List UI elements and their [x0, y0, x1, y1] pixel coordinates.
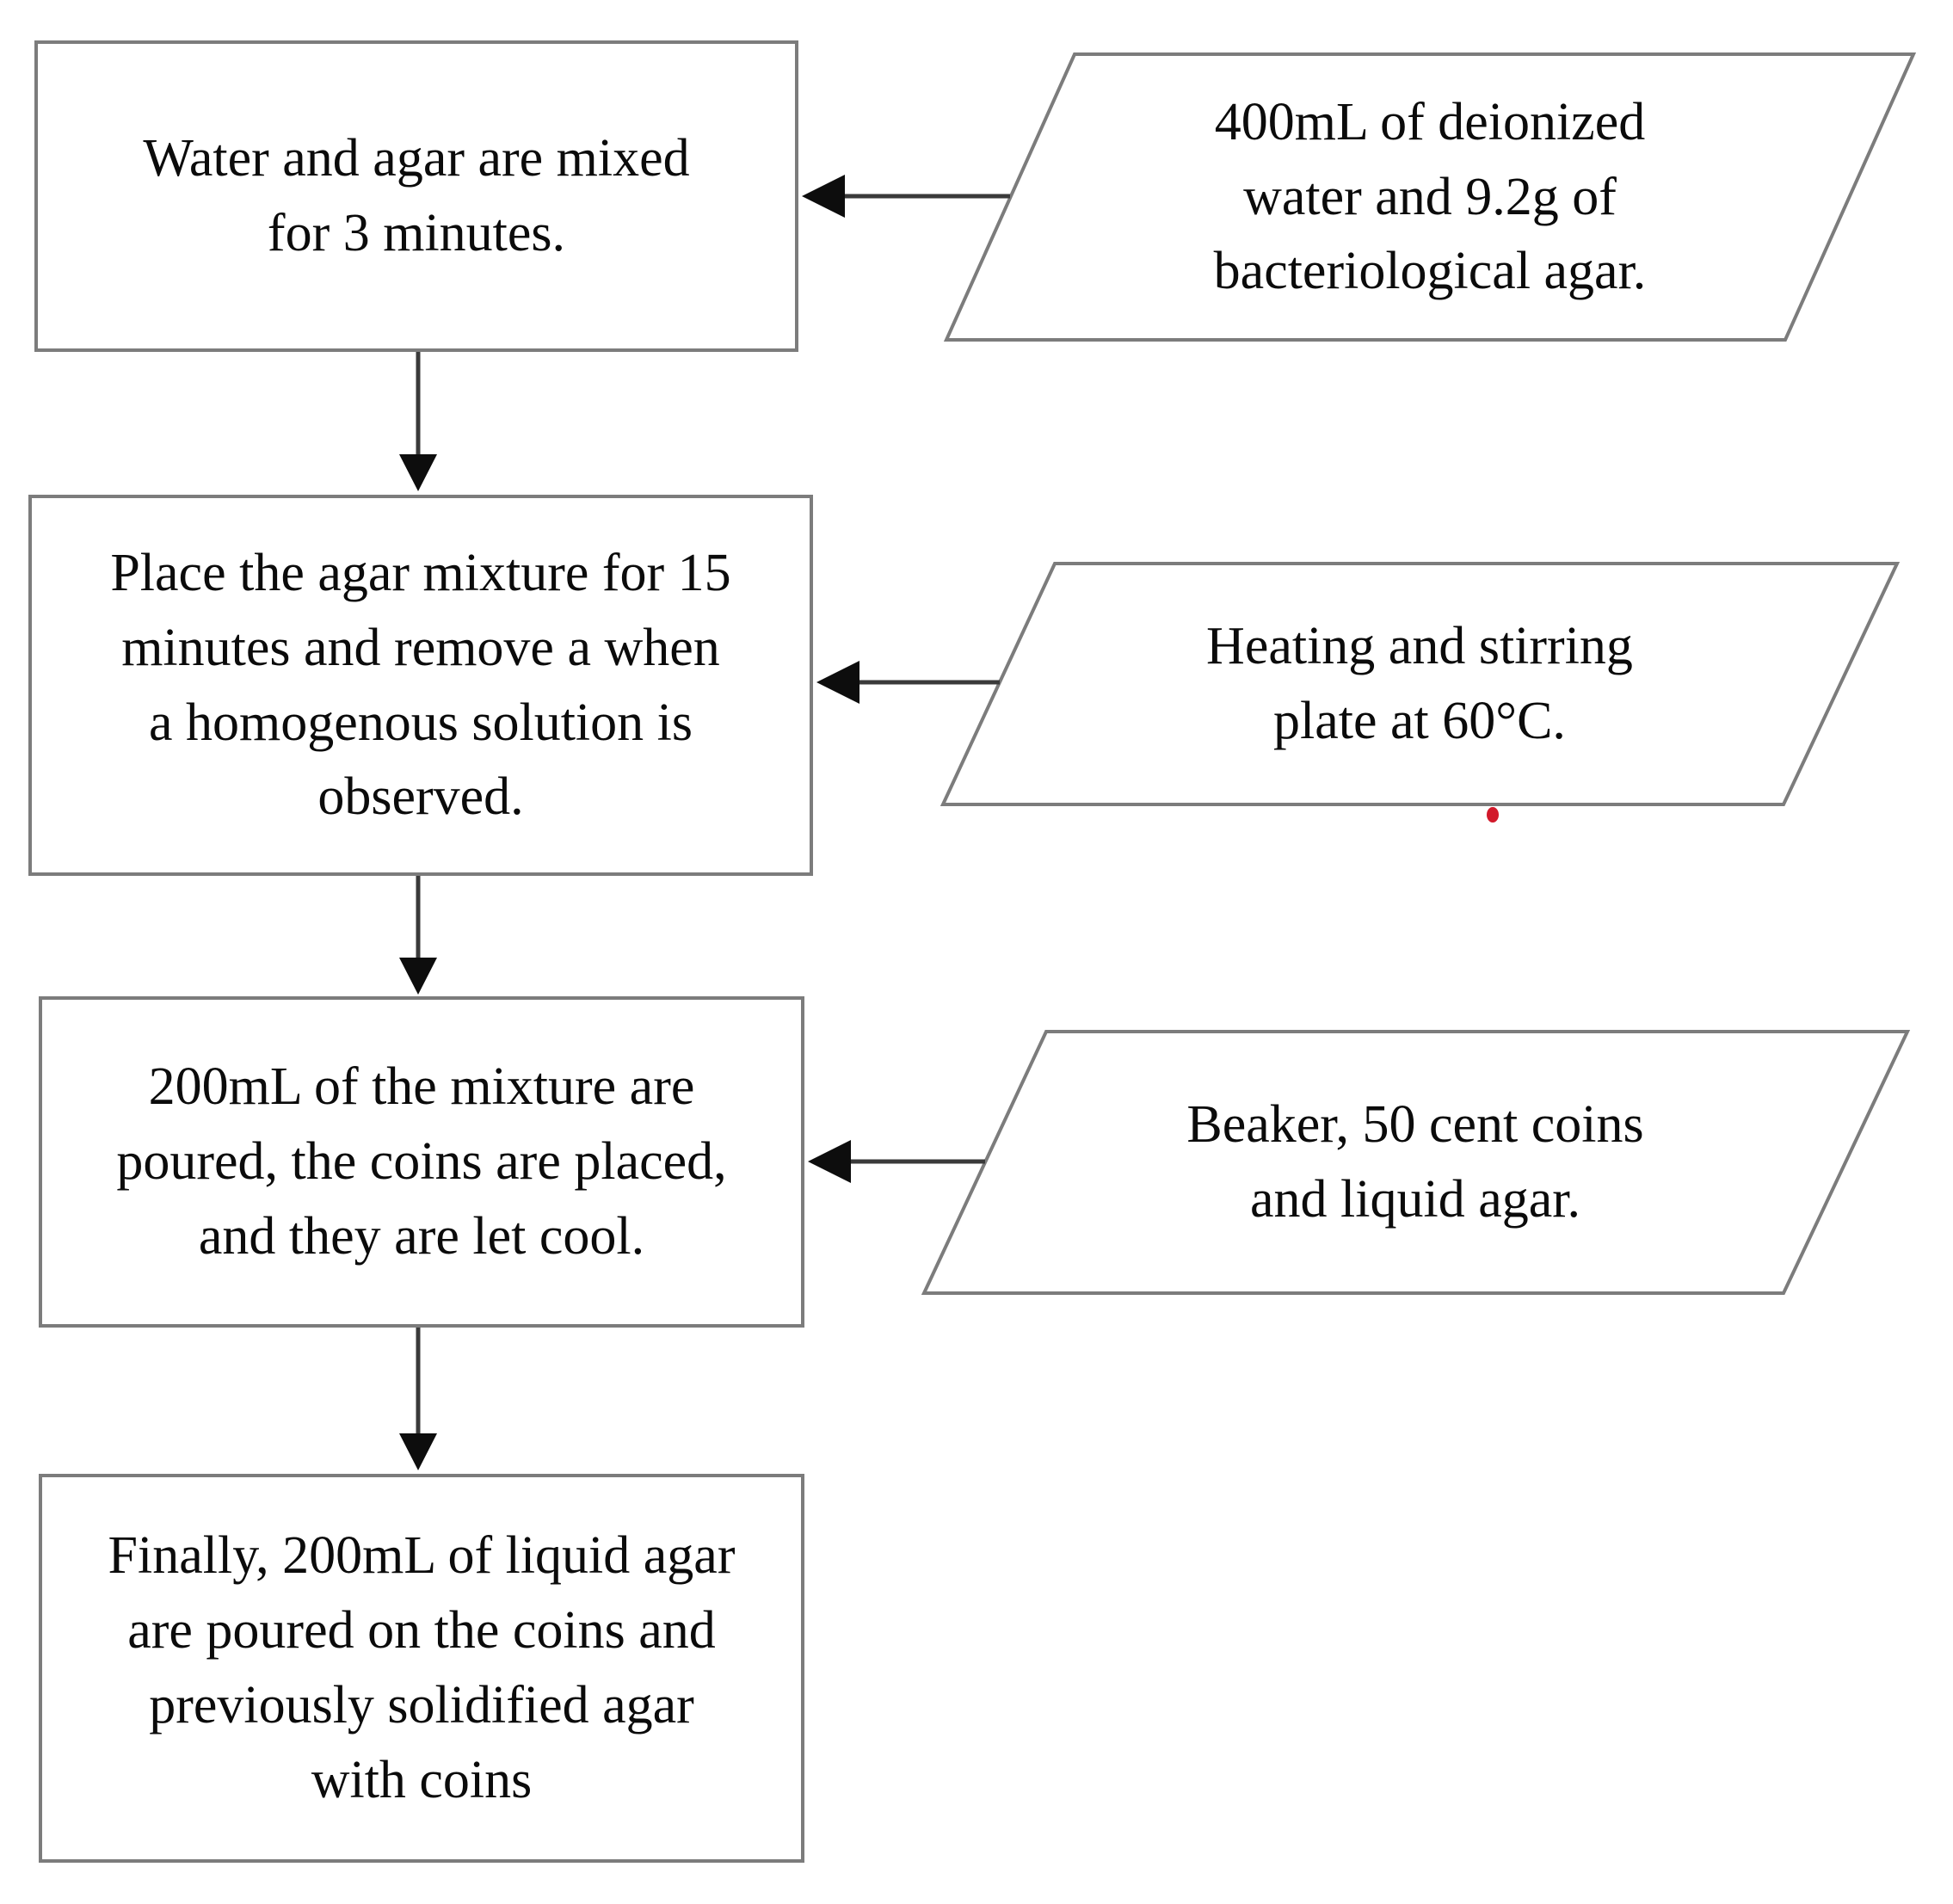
step-2-line-3: a homogenous solution is — [148, 693, 693, 752]
input-parallelogram-1 — [943, 52, 1917, 342]
step-1-line-1: Water and agar are mixed — [143, 129, 690, 188]
step-4-line-4: with coins — [311, 1750, 533, 1809]
input-parallelogram-3 — [921, 1030, 1911, 1295]
process-step-4: Finally, 200mL of liquid agar are poured… — [39, 1474, 804, 1863]
arrowhead-step1-to-step2 — [399, 454, 437, 491]
process-step-2-text: Place the agar mixture for 15 minutes an… — [110, 536, 730, 835]
arrowhead-step2-to-step3 — [399, 958, 437, 995]
process-step-3-text: 200mL of the mixture are poured, the coi… — [116, 1050, 726, 1273]
arrowhead-step3-to-step4 — [399, 1433, 437, 1470]
arrowhead-input2-to-step2 — [816, 661, 859, 704]
step-4-line-3: previously solidified agar — [149, 1676, 694, 1735]
process-step-1: Water and agar are mixed for 3 minutes. — [34, 40, 798, 352]
step-3-line-1: 200mL of the mixture are — [148, 1057, 695, 1117]
process-step-2: Place the agar mixture for 15 minutes an… — [28, 495, 813, 876]
arrowhead-input1-to-step1 — [802, 175, 845, 218]
step-3-line-2: poured, the coins are placed, — [116, 1132, 727, 1192]
process-step-3: 200mL of the mixture are poured, the coi… — [39, 996, 804, 1328]
process-step-1-text: Water and agar are mixed for 3 minutes. — [143, 121, 689, 271]
input-parallelogram-2 — [940, 562, 1901, 806]
red-dot-annotation — [1487, 807, 1499, 823]
arrowhead-input3-to-step3 — [808, 1140, 851, 1183]
step-2-line-1: Place the agar mixture for 15 — [110, 543, 731, 602]
step-2-line-2: minutes and remove a when — [121, 618, 720, 677]
step-4-line-1: Finally, 200mL of liquid agar — [108, 1526, 736, 1586]
step-2-line-4: observed. — [317, 767, 524, 827]
step-1-line-2: for 3 minutes. — [267, 204, 566, 262]
step-4-line-2: are poured on the coins and — [127, 1601, 716, 1661]
step-3-line-3: and they are let cool. — [198, 1206, 645, 1266]
process-step-4-text: Finally, 200mL of liquid agar are poured… — [108, 1519, 736, 1817]
